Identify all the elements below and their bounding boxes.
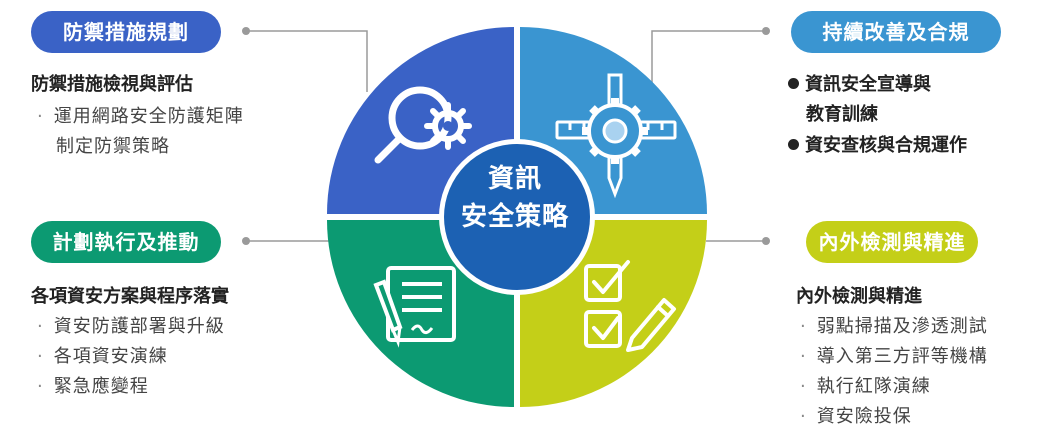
improve-item-1-cont: 教育訓練: [806, 104, 878, 125]
execute-item-3: ·緊急應變程: [37, 376, 149, 397]
document-pen-icon: [373, 266, 456, 348]
heading-plan: 防禦措施檢視與評估: [31, 74, 193, 95]
improve-item-1: 資訊安全宣導與: [788, 70, 931, 96]
improve-item-2: 資安查核與合規運作: [788, 131, 967, 157]
gear-ruler-pencil-icon: [555, 73, 677, 199]
center-title: 資訊 安全策略: [440, 160, 590, 236]
connector-improve: [651, 30, 766, 88]
heading-execute: 各項資安方案與程序落實: [31, 286, 229, 307]
heading-detect: 內外檢測與精進: [796, 286, 922, 307]
label-plan: 防禦措施規劃: [31, 11, 221, 53]
center-title-line2: 安全策略: [460, 202, 569, 232]
magnifier-gear-icon: [374, 86, 472, 164]
detect-item-3: ·執行紅隊演練: [800, 376, 931, 397]
detect-item-1: ·弱點掃描及滲透測試: [800, 316, 988, 337]
connector-lines: [242, 27, 770, 245]
execute-item-2: ·各項資安演練: [37, 346, 168, 367]
label-detect: 內外檢測與精進: [806, 221, 978, 263]
detect-item-4: ·資安險投保: [800, 406, 912, 427]
center-title-line1: 資訊: [487, 164, 542, 194]
connector-plan: [246, 30, 368, 92]
plan-item-1: ·運用網路安全防護矩陣: [37, 106, 244, 127]
center-circle: [444, 144, 590, 290]
checklist-pencil-icon: [584, 260, 676, 352]
label-execute: 計劃執行及推動: [31, 221, 221, 263]
detect-item-2: ·導入第三方評等機構: [800, 346, 988, 367]
label-improve: 持續改善及合規: [791, 11, 1001, 53]
plan-item-2: 制定防禦策略: [56, 136, 170, 157]
execute-item-1: ·資安防護部署與升級: [37, 316, 225, 337]
